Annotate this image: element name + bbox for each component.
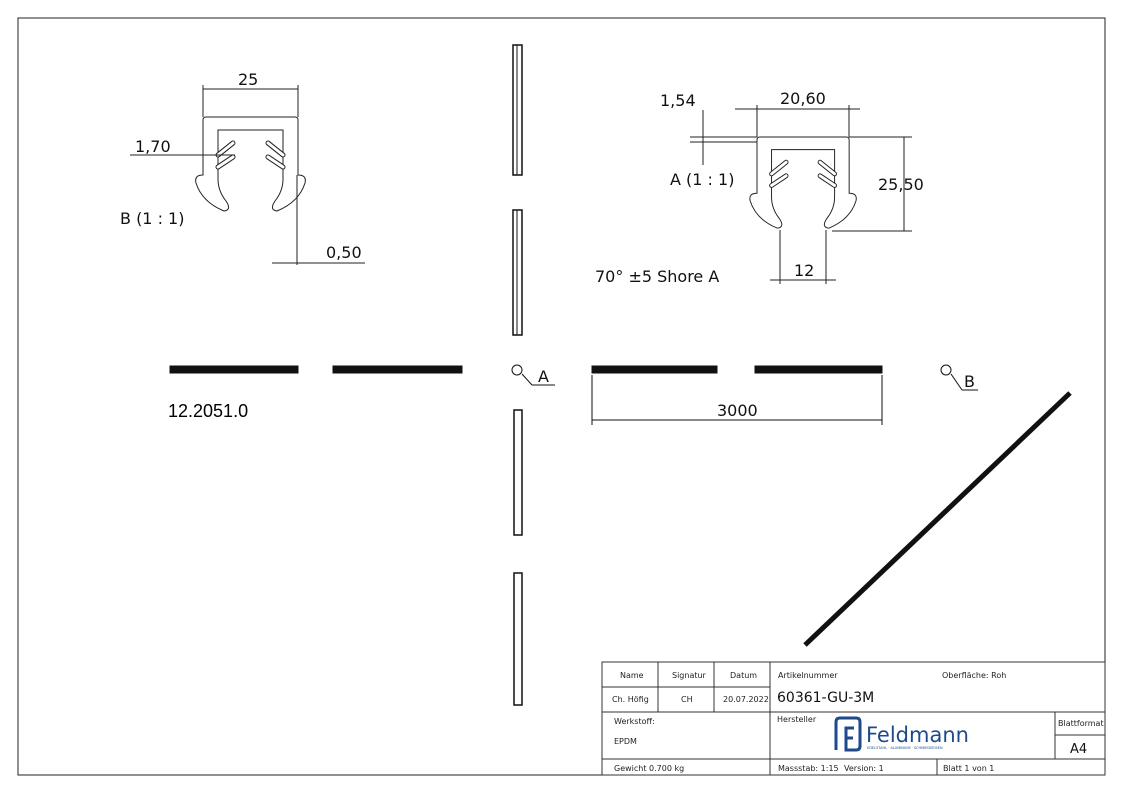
blattformat-header: Blattformat — [1058, 719, 1104, 728]
dim-tolerance: 0,50 — [326, 243, 362, 262]
dim-wall: 1,70 — [135, 137, 171, 156]
gewicht: Gewicht 0.700 kg — [614, 764, 684, 773]
feldmann-logo: Feldmann EDELSTAHL · ALUMINIUM · SCHMIED… — [834, 716, 969, 752]
name-header: Name — [620, 671, 644, 680]
blattformat-value: A4 — [1070, 742, 1087, 757]
detail-a-profile: 1,54 20,60 25,50 12 A (1 : 1) 70° ±5 Sho… — [595, 89, 924, 286]
version: Version: 1 — [844, 764, 884, 773]
detail-b-profile: 25 1,70 0,50 B (1 : 1) — [120, 70, 365, 265]
dim-width: 25 — [238, 70, 258, 89]
signatur-header: Signatur — [672, 671, 707, 680]
callout-a: A — [538, 367, 549, 386]
detail-a-label: A (1 : 1) — [670, 170, 734, 189]
title-block — [601, 661, 1106, 776]
section-views — [169, 44, 1072, 706]
datum-value: 20.07.2022 — [723, 695, 769, 704]
blatt: Blatt 1 von 1 — [943, 764, 994, 773]
oberflaeche: Oberfläche: Roh — [942, 671, 1006, 680]
drawing-frame — [17, 17, 1106, 776]
signatur-value: CH — [681, 695, 693, 704]
hardness-note: 70° ±5 Shore A — [595, 267, 719, 286]
dim-length: 3000 — [717, 401, 758, 420]
svg-text:EDELSTAHL · ALUMINIUM · SCHMIE: EDELSTAHL · ALUMINIUM · SCHMIEDEEISEN — [867, 746, 943, 750]
detail-b-label: B (1 : 1) — [120, 209, 184, 228]
dim-width: 20,60 — [780, 89, 826, 108]
werkstoff-header: Werkstoff: — [614, 717, 655, 726]
massstab: Massstab: 1:15 — [778, 764, 839, 773]
dim-opening: 12 — [794, 261, 814, 280]
artikelnummer-header: Artikelnummer — [778, 671, 838, 680]
dim-wall: 1,54 — [660, 91, 696, 110]
part-number-label: 12.2051.0 — [168, 401, 248, 421]
hersteller-header: Hersteller — [777, 715, 817, 724]
dim-height: 25,50 — [878, 175, 924, 194]
datum-header: Datum — [730, 671, 757, 680]
svg-text:Feldmann: Feldmann — [866, 723, 969, 747]
artikelnummer-value: 60361-GU-3M — [777, 690, 874, 706]
name-value: Ch. Höfig — [612, 695, 649, 704]
callout-b: B — [964, 372, 975, 391]
werkstoff-value: EPDM — [614, 737, 637, 746]
